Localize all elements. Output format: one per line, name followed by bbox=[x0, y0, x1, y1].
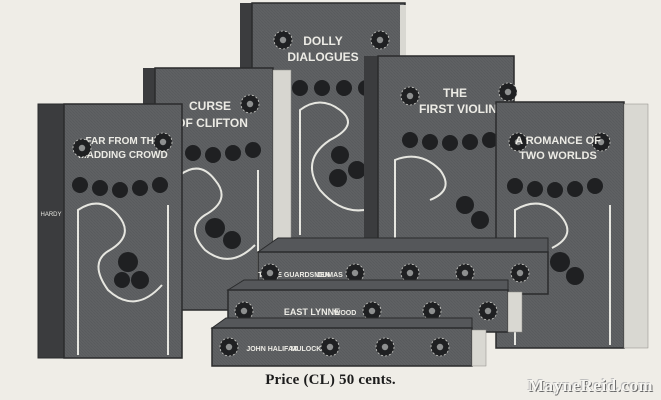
east-lynne-spine-title: EAST LYNNE bbox=[284, 307, 340, 317]
east-lynne-spine-author: WOOD bbox=[334, 310, 357, 317]
john-halifax-spine-author: MULOCK bbox=[291, 346, 322, 353]
clifton-title-line-2: OF CLIFTON bbox=[176, 116, 248, 130]
dolly-title-line-1: DOLLY bbox=[303, 34, 343, 48]
violin-title-line-1: THE bbox=[443, 86, 467, 100]
book-a-romance-of-two-worlds: A ROMANCE OF TWO WORLDS bbox=[495, 101, 649, 349]
madding-title-line-1: FAR FROM THE bbox=[86, 136, 161, 147]
dolly-title-line-2: DIALOGUES bbox=[287, 50, 358, 64]
clifton-title-line-1: CURSE bbox=[189, 99, 231, 113]
three-guardsmen-spine-author: DUMAS bbox=[317, 272, 343, 279]
violin-title-line-2: FIRST VIOLIN bbox=[419, 102, 497, 116]
madding-title-line-2: MADDING CROWD bbox=[78, 150, 167, 161]
book-john-halifax: JOHN HALIFAX MULOCK bbox=[210, 317, 487, 367]
book-far-from-the-madding-crowd: FAR FROM THE MADDING CROWD HARDY bbox=[37, 103, 183, 359]
madding-spine-author: HARDY bbox=[40, 212, 61, 218]
price-caption: Price (CL) 50 cents. bbox=[265, 372, 396, 388]
three-guardsmen-spine-title: THREE GUARDSMEN bbox=[258, 272, 330, 279]
book-the-first-violin: THE FIRST VIOLIN bbox=[364, 55, 518, 243]
romance-title-line-2: TWO WORLDS bbox=[519, 150, 597, 162]
john-halifax-spine-title: JOHN HALIFAX bbox=[246, 346, 298, 353]
site-watermark: MayneReid.com bbox=[527, 376, 653, 395]
romance-title-line-1: A ROMANCE OF bbox=[515, 135, 601, 147]
